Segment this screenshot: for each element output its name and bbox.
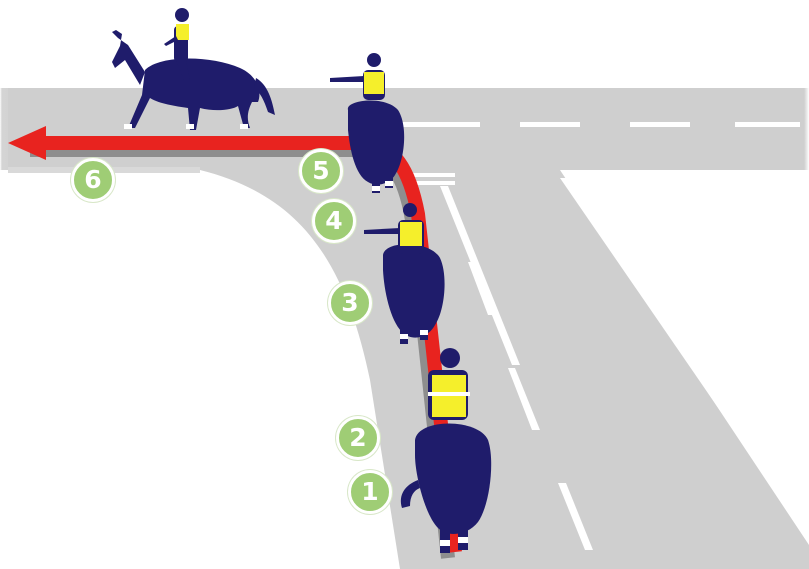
step-badge-4: 4 [312, 199, 356, 243]
step-badge-2: 2 [336, 416, 380, 460]
step-badge-1: 1 [348, 470, 392, 514]
step-badge-3: 3 [328, 281, 372, 325]
step-badge-6: 6 [71, 158, 115, 202]
main-road-right-fade [760, 88, 809, 170]
step-badge-5: 5 [299, 149, 343, 193]
main-road-left-fade [0, 88, 40, 170]
